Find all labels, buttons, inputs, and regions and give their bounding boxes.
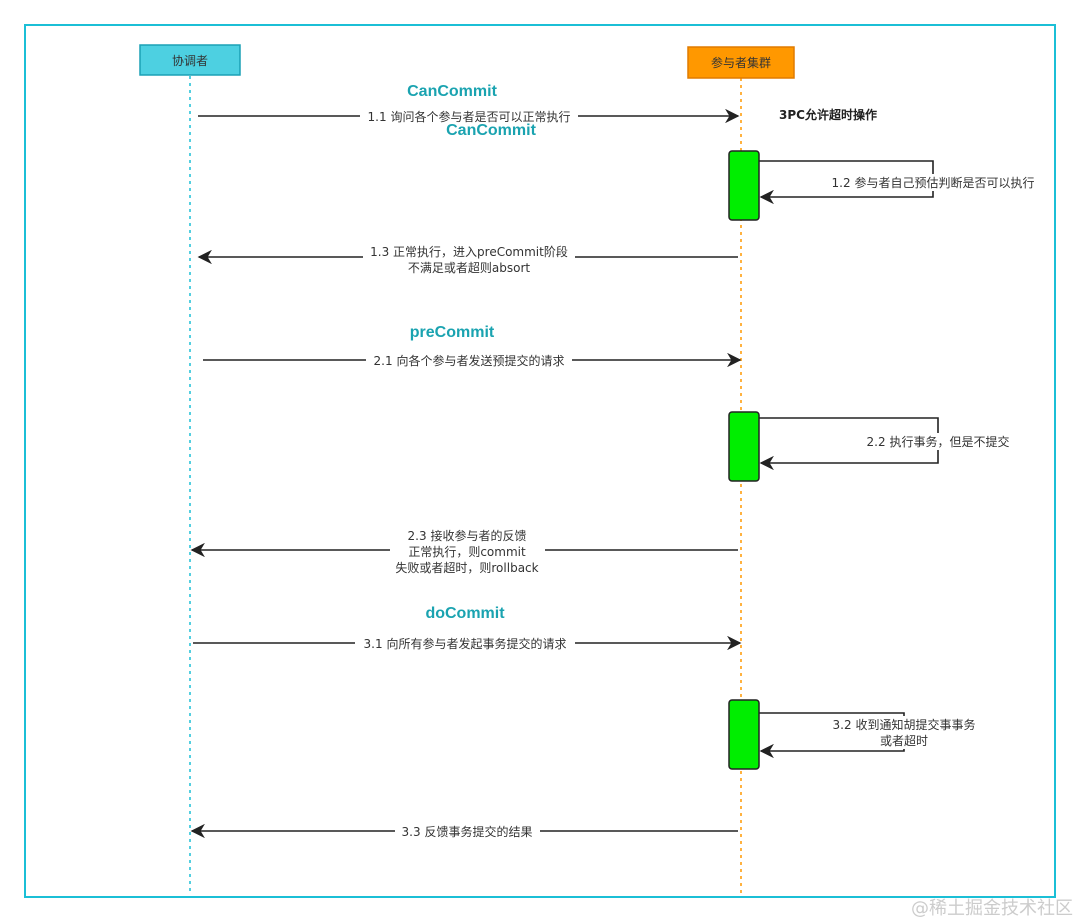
message-2-1-label: 2.1 向各个参与者发送预提交的请求 [374, 353, 565, 368]
watermark: @稀土掘金技术社区 [911, 898, 1073, 919]
message-2-3-label-line1: 2.3 接收参与者的反馈 [408, 528, 527, 543]
message-3-2-label-line1: 3.2 收到通知胡提交事事务 [833, 717, 976, 732]
activation-bar-1 [728, 150, 760, 221]
activation-bar-3 [728, 699, 760, 770]
phase-cancommit-title: CanCommit [407, 83, 497, 100]
message-2-2-label: 2.2 执行事务，但是不提交 [867, 434, 1010, 449]
message-2-3-label-line2: 正常执行，则commit [408, 545, 526, 559]
message-1-3-label-line1: 1.3 正常执行，进入preCommit阶段 [370, 244, 568, 259]
message-1-3-label-line2: 不满足或者超则absort [408, 260, 530, 275]
coordinator-label: 协调者 [172, 53, 208, 68]
cluster-participant: 参与者集群 [687, 46, 795, 79]
activation-bar-2 [728, 411, 760, 482]
message-2-3-label-line3: 失败或者超时，则rollback [395, 560, 538, 575]
phase-precommit-title: preCommit [410, 324, 495, 341]
cluster-label: 参与者集群 [711, 55, 771, 70]
message-3-1-label: 3.1 向所有参与者发起事务提交的请求 [364, 636, 567, 651]
message-3-3-label: 3.3 反馈事务提交的结果 [402, 824, 533, 839]
message-1-2-label: 1.2 参与者自己预估判断是否可以执行 [832, 175, 1035, 190]
phase-docommit-title: doCommit [425, 605, 505, 622]
phase-cancommit-repeat: CanCommit [446, 122, 536, 139]
diagram-frame [24, 24, 1056, 898]
timeout-note: 3PC允许超时操作 [779, 107, 877, 122]
message-1-1-label: 1.1 询问各个参与者是否可以正常执行 [368, 109, 571, 124]
coordinator-participant: 协调者 [139, 44, 241, 76]
message-3-2-label-line2: 或者超时 [880, 733, 928, 748]
